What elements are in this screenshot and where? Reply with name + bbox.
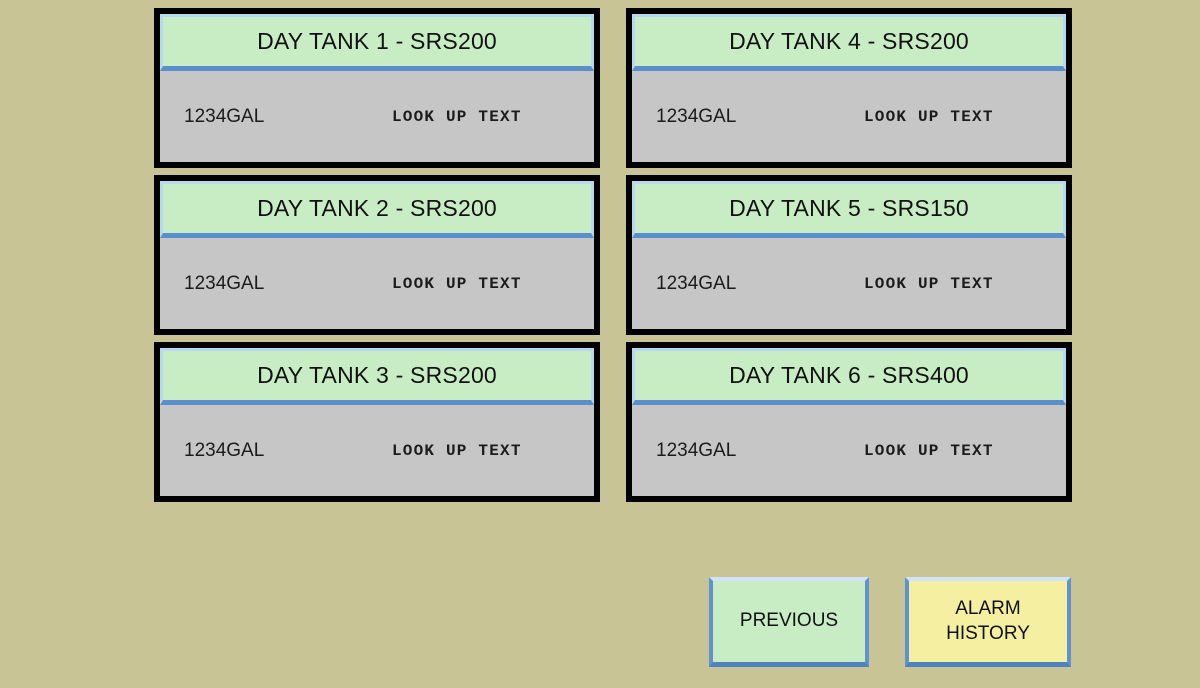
tank-lookup-text: LOOK UP TEXT (864, 107, 994, 126)
tank-body: 1234GAL LOOK UP TEXT (632, 405, 1066, 496)
tank-lookup-text: LOOK UP TEXT (392, 107, 522, 126)
previous-button-label: PREVIOUS (739, 610, 839, 632)
tank-body: 1234GAL LOOK UP TEXT (632, 71, 1066, 162)
tank-volume-value: 1234GAL (656, 439, 737, 461)
tank-body: 1234GAL LOOK UP TEXT (160, 405, 594, 496)
tank-lookup-text: LOOK UP TEXT (392, 441, 522, 460)
tank-volume-value: 1234GAL (656, 272, 737, 294)
previous-button[interactable]: PREVIOUS (709, 577, 869, 667)
alarm-history-label-line2: HISTORY (946, 622, 1030, 644)
tank-volume-value: 1234GAL (656, 105, 737, 127)
tank-body: 1234GAL LOOK UP TEXT (632, 238, 1066, 329)
tank-body: 1234GAL LOOK UP TEXT (160, 71, 594, 162)
tank-lookup-text: LOOK UP TEXT (864, 441, 994, 460)
tank-body: 1234GAL LOOK UP TEXT (160, 238, 594, 329)
tank-card-grid: DAY TANK 1 - SRS200 1234GAL LOOK UP TEXT… (154, 8, 1072, 502)
tank-lookup-text: LOOK UP TEXT (864, 274, 994, 293)
tank-volume-value: 1234GAL (184, 105, 265, 127)
tank-header: DAY TANK 6 - SRS400 (632, 348, 1066, 405)
tank-volume-value: 1234GAL (184, 272, 265, 294)
tank-lookup-text: LOOK UP TEXT (392, 274, 522, 293)
tank-title: DAY TANK 3 - SRS200 (257, 362, 497, 388)
tank-header: DAY TANK 4 - SRS200 (632, 14, 1066, 71)
tank-title: DAY TANK 6 - SRS400 (729, 362, 969, 388)
tank-card[interactable]: DAY TANK 6 - SRS400 1234GAL LOOK UP TEXT (626, 342, 1072, 502)
tank-volume-value: 1234GAL (184, 439, 265, 461)
tank-card[interactable]: DAY TANK 3 - SRS200 1234GAL LOOK UP TEXT (154, 342, 600, 502)
tank-card[interactable]: DAY TANK 1 - SRS200 1234GAL LOOK UP TEXT (154, 8, 600, 168)
tank-header: DAY TANK 3 - SRS200 (160, 348, 594, 405)
tank-card[interactable]: DAY TANK 5 - SRS150 1234GAL LOOK UP TEXT (626, 175, 1072, 335)
tank-title: DAY TANK 4 - SRS200 (729, 28, 969, 54)
tank-card[interactable]: DAY TANK 4 - SRS200 1234GAL LOOK UP TEXT (626, 8, 1072, 168)
tank-header: DAY TANK 1 - SRS200 (160, 14, 594, 71)
tank-header: DAY TANK 5 - SRS150 (632, 181, 1066, 238)
tank-card[interactable]: DAY TANK 2 - SRS200 1234GAL LOOK UP TEXT (154, 175, 600, 335)
tank-header: DAY TANK 2 - SRS200 (160, 181, 594, 238)
tank-title: DAY TANK 2 - SRS200 (257, 195, 497, 221)
tank-title: DAY TANK 1 - SRS200 (257, 28, 497, 54)
tank-title: DAY TANK 5 - SRS150 (729, 195, 969, 221)
alarm-history-label-line1: ALARM (955, 598, 1021, 620)
